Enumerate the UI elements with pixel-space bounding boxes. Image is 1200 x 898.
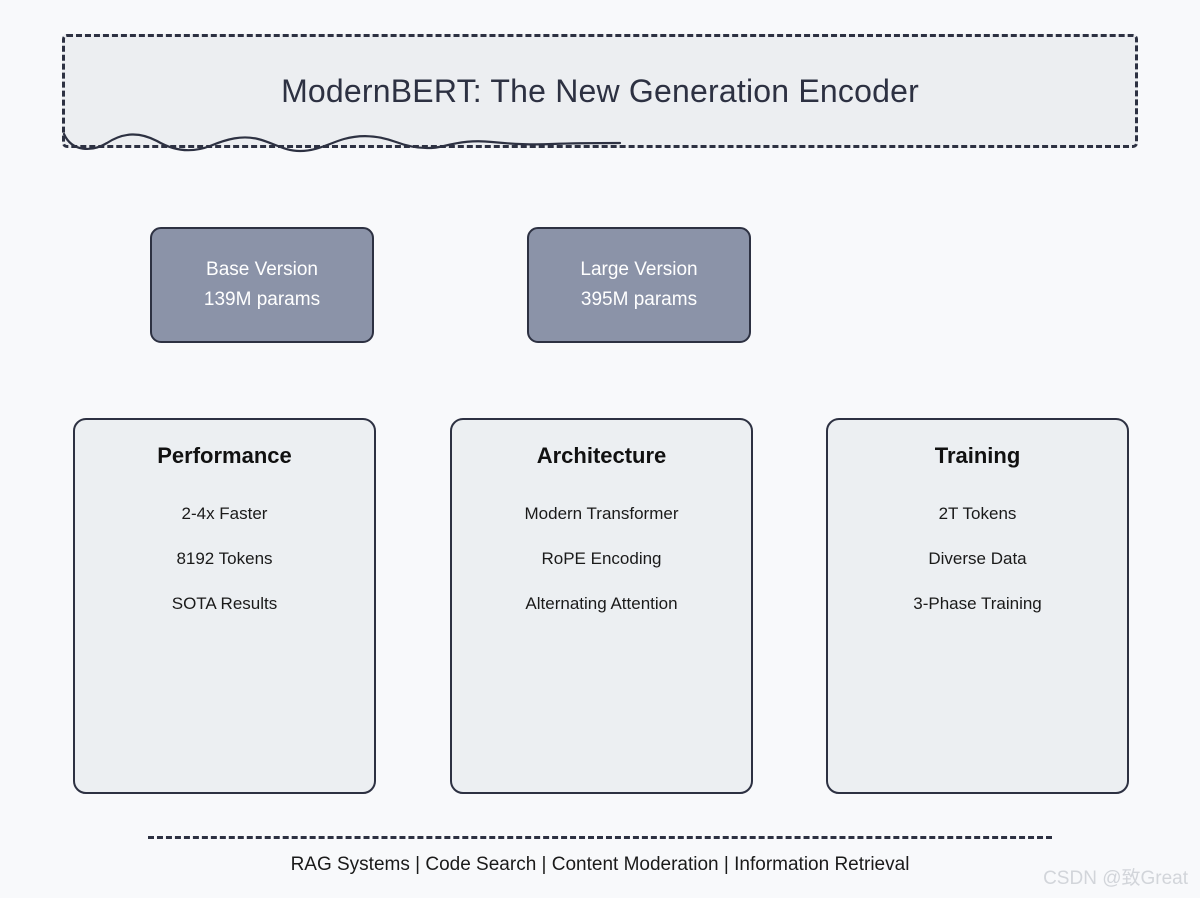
feature-card-training[interactable]: Training 2T Tokens Diverse Data 3-Phase … bbox=[826, 418, 1129, 794]
card-item: 2-4x Faster bbox=[181, 504, 268, 523]
card-title: Architecture bbox=[536, 443, 667, 468]
card-item-list: Modern Transformer RoPE Encoding Alterna… bbox=[525, 491, 679, 626]
feature-card-performance[interactable]: Performance 2-4x Faster 8192 Tokens SOTA… bbox=[73, 418, 376, 794]
card-item: RoPE Encoding bbox=[541, 549, 662, 568]
card-item: Modern Transformer bbox=[524, 504, 679, 523]
page-title: ModernBERT: The New Generation Encoder bbox=[281, 73, 919, 109]
footer-divider bbox=[148, 836, 1052, 839]
card-title: Training bbox=[934, 443, 1021, 468]
card-item-list: 2T Tokens Diverse Data 3-Phase Training bbox=[913, 491, 1042, 626]
version-name: Large Version bbox=[580, 259, 698, 280]
card-item: Alternating Attention bbox=[525, 594, 678, 613]
footer-use-cases: RAG Systems | Code Search | Content Mode… bbox=[290, 854, 910, 875]
title-banner: ModernBERT: The New Generation Encoder bbox=[62, 34, 1138, 148]
version-box-large[interactable]: Large Version 395M params bbox=[527, 227, 751, 343]
version-params: 139M params bbox=[203, 289, 321, 310]
card-item: 2T Tokens bbox=[938, 504, 1017, 523]
version-params: 395M params bbox=[580, 289, 698, 310]
card-item-list: 2-4x Faster 8192 Tokens SOTA Results bbox=[172, 491, 278, 626]
csdn-watermark: CSDN @致Great bbox=[1043, 868, 1188, 889]
card-item: 8192 Tokens bbox=[176, 549, 273, 568]
card-item: SOTA Results bbox=[171, 594, 278, 613]
card-title: Performance bbox=[157, 443, 292, 468]
card-item: 3-Phase Training bbox=[913, 594, 1042, 613]
version-box-base[interactable]: Base Version 139M params bbox=[150, 227, 374, 343]
card-item: Diverse Data bbox=[928, 549, 1027, 568]
feature-card-architecture[interactable]: Architecture Modern Transformer RoPE Enc… bbox=[450, 418, 753, 794]
version-name: Base Version bbox=[206, 259, 318, 280]
